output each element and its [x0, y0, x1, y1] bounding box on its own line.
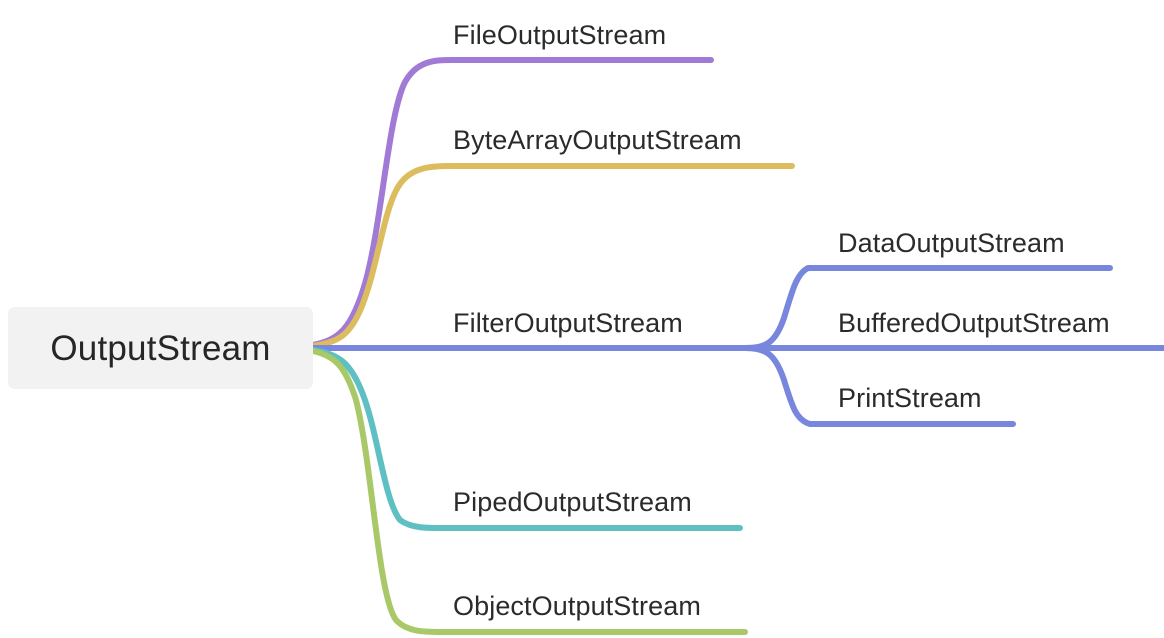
edge-print-stream — [742, 345, 1016, 427]
root-node[interactable]: OutputStream — [8, 307, 313, 389]
node-label-buffered-output-stream[interactable]: BufferedOutputStream — [838, 308, 1110, 338]
node-label-object-output-stream[interactable]: ObjectOutputStream — [453, 591, 701, 621]
edge-file-output-stream — [310, 57, 714, 348]
edge-piped-output-stream — [310, 347, 743, 532]
root-node-label: OutputStream — [50, 328, 271, 368]
node-label-data-output-stream[interactable]: DataOutputStream — [838, 228, 1065, 258]
node-label-piped-output-stream[interactable]: PipedOutputStream — [453, 487, 692, 517]
node-label-file-output-stream[interactable]: FileOutputStream — [453, 20, 667, 50]
node-label-print-stream[interactable]: PrintStream — [838, 383, 982, 413]
node-label-byte-array-output-stream[interactable]: ByteArrayOutputStream — [453, 125, 742, 155]
node-label-filter-output-stream[interactable]: FilterOutputStream — [453, 308, 683, 338]
edge-object-output-stream — [310, 348, 748, 636]
edge-byte-array-output-stream — [310, 163, 795, 349]
